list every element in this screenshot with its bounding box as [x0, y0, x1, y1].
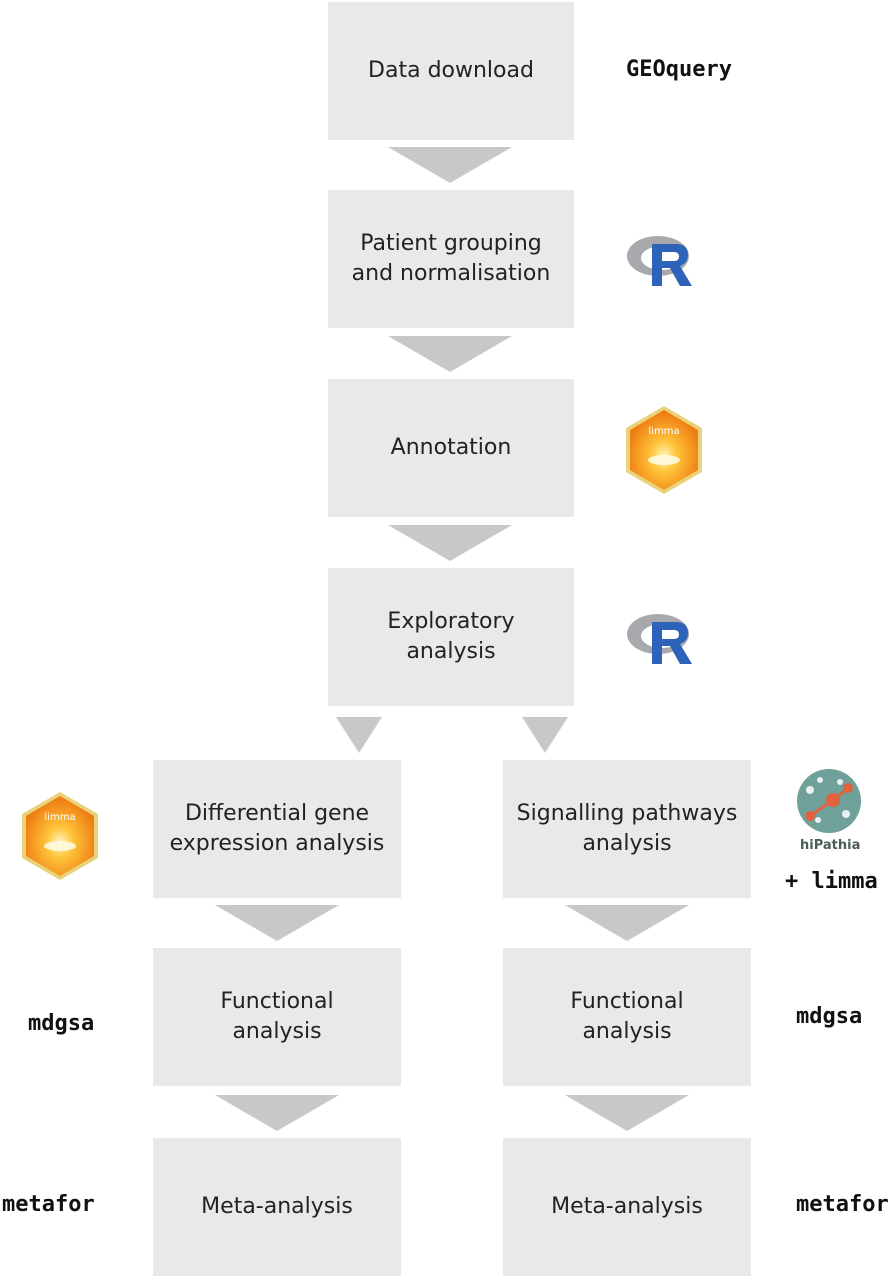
tool-geoquery: GEOquery: [626, 57, 732, 82]
arrow-down: [388, 336, 512, 372]
limma-logo-icon: limma: [624, 404, 704, 496]
step-label: Annotation: [390, 435, 512, 460]
step-label: Meta-analysis: [201, 1194, 353, 1219]
step-functional-left: Functional analysis: [153, 948, 401, 1086]
arrow-down: [215, 1095, 339, 1131]
tool-mdgsa-left: mdgsa: [28, 1011, 95, 1036]
arrow-down: [565, 905, 689, 941]
step-label: Differential gene expression analysis: [169, 801, 385, 856]
hipathia-logo-icon: [796, 768, 862, 834]
limma-logo-label: limma: [648, 426, 679, 437]
step-label: Exploratory analysis: [387, 609, 515, 664]
step-label: Signalling pathways analysis: [516, 801, 738, 856]
tool-plus-limma: + limma: [785, 869, 878, 894]
r-logo-icon: [624, 230, 700, 288]
step-differential-expression: Differential gene expression analysis: [153, 760, 401, 898]
step-label: Data download: [368, 58, 534, 83]
tool-metafor-left: metafor: [2, 1192, 95, 1217]
limma-logo-label: limma: [44, 812, 75, 823]
step-functional-right: Functional analysis: [503, 948, 751, 1086]
tool-mdgsa-right: mdgsa: [796, 1004, 863, 1029]
arrow-down: [388, 525, 512, 561]
limma-logo-icon: limma: [20, 790, 100, 882]
step-exploratory-analysis: Exploratory analysis: [328, 568, 574, 706]
arrow-down-left-branch: [336, 717, 382, 753]
hipathia-logo-label: hiPathia: [800, 838, 861, 853]
step-label: Functional analysis: [220, 989, 334, 1044]
arrow-down: [388, 147, 512, 183]
step-signalling-pathways: Signalling pathways analysis: [503, 760, 751, 898]
step-patient-grouping: Patient grouping and normalisation: [328, 190, 574, 328]
step-meta-analysis-right: Meta-analysis: [503, 1138, 751, 1276]
arrow-down: [215, 905, 339, 941]
arrow-down: [565, 1095, 689, 1131]
r-logo-icon: [624, 608, 700, 666]
step-meta-analysis-left: Meta-analysis: [153, 1138, 401, 1276]
step-label: Patient grouping and normalisation: [351, 231, 551, 286]
step-label: Meta-analysis: [551, 1194, 703, 1219]
tool-metafor-right: metafor: [796, 1192, 889, 1217]
step-data-download: Data download: [328, 2, 574, 140]
step-annotation: Annotation: [328, 379, 574, 517]
step-label: Functional analysis: [570, 989, 684, 1044]
arrow-down-right-branch: [522, 717, 568, 753]
